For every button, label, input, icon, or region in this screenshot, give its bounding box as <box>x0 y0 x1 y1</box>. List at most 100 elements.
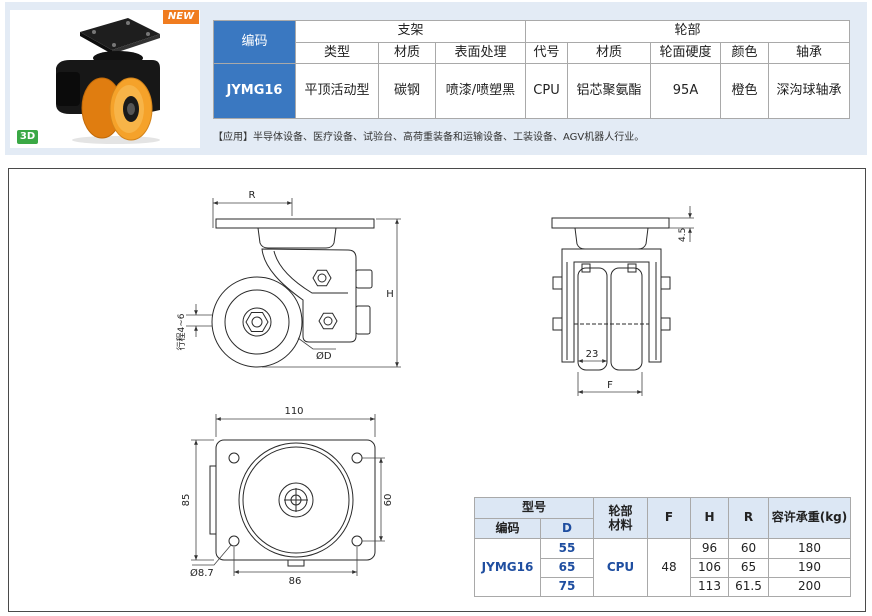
f-label: F <box>607 380 613 391</box>
spec-value-bearing: 深沟球轴承 <box>768 63 850 119</box>
spec-value-surface: 喷漆/喷塑黑 <box>435 63 526 119</box>
plate-hole <box>146 32 150 36</box>
dim-f-value: 48 <box>647 538 691 597</box>
side-axle-washer <box>242 307 272 337</box>
dim-h-value: 113 <box>690 577 729 597</box>
side-view-drawing <box>211 218 375 368</box>
dim-h-header: H <box>690 497 729 539</box>
side-top-plate <box>215 218 375 229</box>
bracket-side-block <box>56 72 80 106</box>
side-axle-bore <box>251 316 263 328</box>
spec-col-surface: 表面处理 <box>435 42 526 64</box>
mounting-hole <box>228 452 240 464</box>
side-bracket-tab-upper <box>355 269 373 289</box>
hole-spacing-x-label: 86 <box>289 576 302 587</box>
diameter-leader <box>297 337 336 350</box>
top-swivel-inner-ring <box>242 446 350 554</box>
front-wheel-left <box>577 267 608 371</box>
side-wheel-core <box>224 289 290 355</box>
top-view-dimensions <box>191 414 385 576</box>
dim-r-header: R <box>728 497 769 539</box>
top-plate <box>80 18 160 50</box>
dim-load-value: 200 <box>768 577 851 597</box>
dim-d-value: 55 <box>540 538 594 559</box>
front-bolt-left-upper <box>552 276 563 290</box>
hole-spacing-y-label: 60 <box>383 494 394 507</box>
spec-col-bearing: 轴承 <box>768 42 850 64</box>
dim-d-value: 65 <box>540 558 594 578</box>
diameter-label: ØD <box>316 350 332 362</box>
dim-code-header: 编码 <box>474 518 541 539</box>
mounting-hole <box>228 535 240 547</box>
new-badge: NEW <box>163 10 199 24</box>
dim-code-value: JYMG16 <box>474 538 541 597</box>
plate-thickness-label: 4.5 <box>678 228 688 242</box>
r-label: R <box>249 190 256 201</box>
spec-col-hardness: 轮面硬度 <box>650 42 721 64</box>
front-swivel-housing <box>574 227 649 250</box>
dim-wheel-material-header: 轮部材料 <box>593 497 648 539</box>
dim-h-value: 96 <box>690 538 729 559</box>
dim-r-value: 60 <box>728 538 769 559</box>
side-bracket-tab-lower <box>355 305 371 335</box>
spec-value-type: 平顶活动型 <box>295 63 379 119</box>
front-top-plate <box>551 217 670 229</box>
application-note: 【应用】半导体设备、医疗设备、试验台、高荷重装备和运输设备、工装设备、AGV机器… <box>213 132 645 143</box>
wheel-width-label: 23 <box>586 349 599 360</box>
top-swivel-stem <box>287 559 305 567</box>
side-nut-lower-bore <box>323 316 333 326</box>
top-kingpin-outer <box>278 482 314 518</box>
dim-r-value: 65 <box>728 558 769 578</box>
plate-hole <box>112 43 116 47</box>
front-view-dimensions <box>577 206 694 396</box>
top-view-drawing <box>209 439 376 567</box>
dim-load-value: 180 <box>768 538 851 559</box>
top-kingpin-cross <box>284 488 308 512</box>
dim-load-value: 190 <box>768 558 851 578</box>
h-label: H <box>386 289 394 300</box>
side-view-dimensions <box>186 198 401 368</box>
side-nut-upper <box>312 269 332 287</box>
top-plate-edge-right <box>112 34 160 54</box>
side-axle-nut <box>245 312 269 332</box>
axle-nut <box>127 103 135 115</box>
spec-value-color: 橙色 <box>720 63 769 119</box>
stroke-label: 行程4~6 <box>175 313 187 350</box>
hole-diameter-leader <box>192 544 232 566</box>
side-swivel-housing <box>257 227 337 249</box>
side-nut-upper-bore <box>317 273 327 283</box>
front-bolt-right-lower <box>660 317 671 331</box>
front-bolt-right-upper <box>660 276 671 290</box>
plate-length-label: 110 <box>284 406 303 417</box>
plate-width-label: 85 <box>181 494 192 507</box>
spec-value-wheel-code: CPU <box>525 63 568 119</box>
front-bolt-left-lower <box>552 317 563 331</box>
spec-row-code: JYMG16 <box>213 63 296 119</box>
dim-model-header: 型号 <box>474 497 594 519</box>
dim-h-value: 106 <box>690 558 729 578</box>
3d-badge[interactable]: 3D <box>17 130 38 144</box>
plate-hole <box>92 30 96 34</box>
dim-d-header: D <box>540 518 594 539</box>
dim-d-value: 75 <box>540 577 594 597</box>
front-nut-right <box>627 263 637 273</box>
plate-hole <box>126 21 130 25</box>
dim-f-header: F <box>647 497 691 539</box>
hole-diameter-label: Ø8.7 <box>190 567 214 579</box>
front-view-drawing <box>551 217 671 371</box>
spec-value-bracket-material: 碳钢 <box>378 63 436 119</box>
caster-product-image <box>10 10 200 148</box>
front-nut-left <box>581 263 591 273</box>
spec-col-type: 类型 <box>295 42 379 64</box>
top-plate-edge <box>80 32 112 54</box>
dim-wheel-material-value: CPU <box>593 538 648 597</box>
dim-wheel-material-header-text: 轮部材料 <box>608 504 633 532</box>
side-nut-lower <box>318 312 338 330</box>
side-bracket-inner-line <box>273 250 348 294</box>
dim-load-header: 容许承重(kg) <box>768 497 851 539</box>
spec-value-hardness: 95A <box>650 63 721 119</box>
dim-r-value: 61.5 <box>728 577 769 597</box>
front-wheel-right <box>610 267 643 371</box>
caster-photo-illustration <box>56 18 160 144</box>
